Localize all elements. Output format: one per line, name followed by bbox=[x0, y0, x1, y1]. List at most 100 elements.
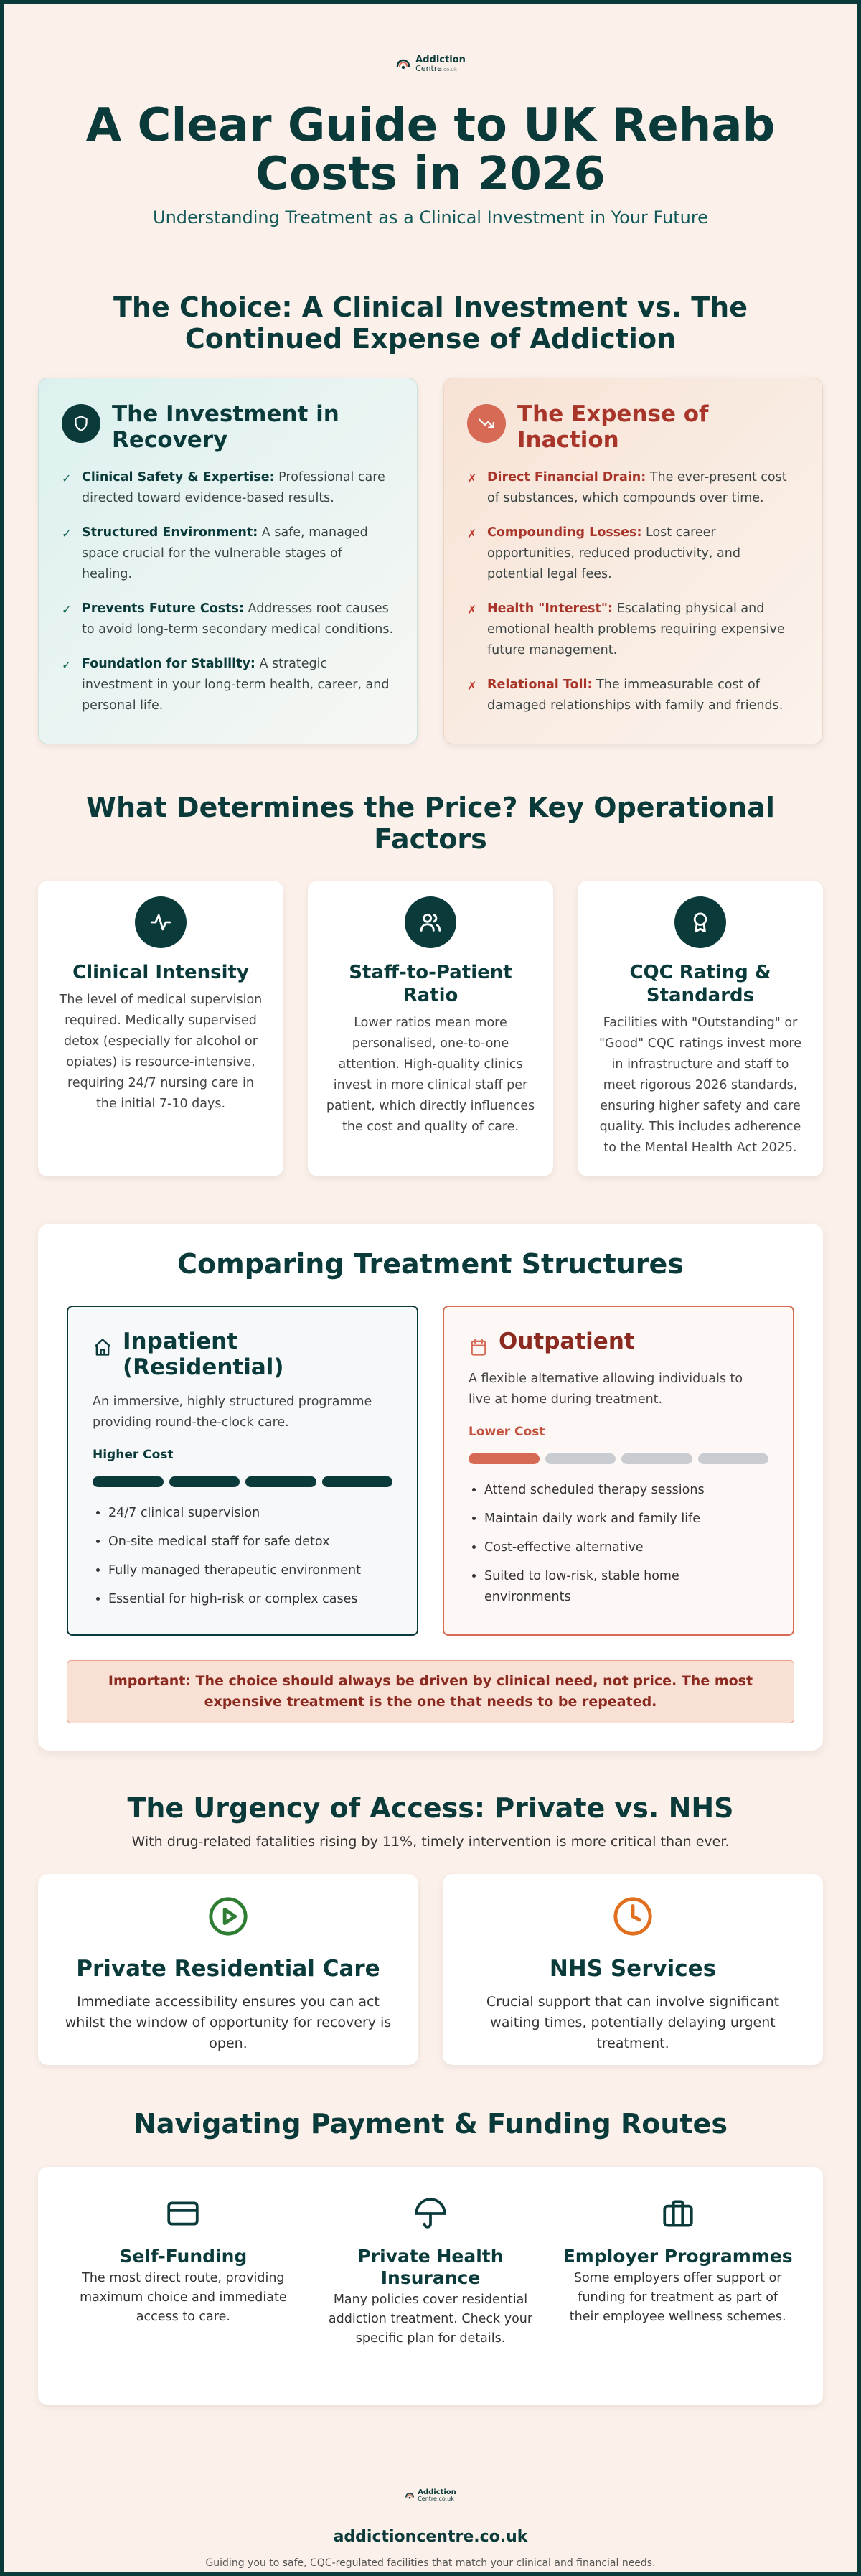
content: Addiction Centre.co.uk A Clear Guide to … bbox=[38, 4, 823, 2569]
logo-mark-icon bbox=[405, 2493, 415, 2499]
outpatient-title: Outpatient bbox=[499, 1329, 635, 1354]
factor-text: Facilities with "Outstanding" or "Good" … bbox=[599, 1016, 801, 1155]
shield-icon bbox=[62, 404, 100, 443]
footer-tagline: Guiding you to safe, CQC-regulated facil… bbox=[205, 2557, 656, 2569]
page-title: A Clear Guide to UK Rehab Costs in 2026 bbox=[85, 99, 776, 201]
cost-bar bbox=[545, 1453, 616, 1464]
outpatient-cost-label: Lower Cost bbox=[469, 1425, 545, 1439]
structures-title: Comparing Treatment Structures bbox=[177, 1248, 684, 1280]
funding-option: Self-Funding The most direct route, prov… bbox=[67, 2196, 300, 2376]
inpatient-desc: An immersive, highly structured programm… bbox=[93, 1395, 372, 1430]
logo-mark-icon bbox=[396, 59, 410, 70]
funding-option-text: Some employers offer support or funding … bbox=[569, 2271, 786, 2324]
investment-list: ✓Clinical Safety & Expertise: Profession… bbox=[62, 467, 394, 716]
list-item: Maintain daily work and family life bbox=[484, 1509, 768, 1530]
check-icon: ✓ bbox=[62, 603, 72, 617]
cost-bar bbox=[93, 1476, 164, 1487]
activity-icon bbox=[135, 896, 187, 948]
home-icon bbox=[94, 1339, 111, 1356]
logo[interactable]: Addiction Centre.co.uk bbox=[38, 4, 823, 72]
funding-option-text: Many policies cover residential addictio… bbox=[328, 2292, 533, 2346]
important-notice: Important: The choice should always be d… bbox=[67, 1660, 794, 1723]
play-circle-icon bbox=[209, 1897, 248, 1936]
urgency-note: With drug-related fatalities rising by 1… bbox=[131, 1834, 730, 1850]
cost-bar bbox=[169, 1476, 240, 1487]
structures-panel: Comparing Treatment Structures Inpatient… bbox=[38, 1224, 823, 1751]
funding-option-title: Self-Funding bbox=[119, 2246, 248, 2267]
cost-bar bbox=[621, 1453, 692, 1464]
list-item: 24/7 clinical supervision bbox=[108, 1503, 392, 1524]
expense-card: The Expense of Inaction ✗Direct Financia… bbox=[443, 378, 823, 744]
funding-option: Private Health Insurance Many policies c… bbox=[314, 2196, 547, 2376]
private-care-text: Immediate accessibility ensures you can … bbox=[65, 1994, 392, 2051]
inpatient-title: Inpatient (Residential) bbox=[123, 1329, 284, 1380]
factor-card: Clinical Intensity The level of medical … bbox=[38, 881, 283, 1176]
expense-list: ✗Direct Financial Drain: The ever-presen… bbox=[467, 467, 799, 716]
users-icon bbox=[405, 896, 456, 948]
site-link[interactable]: addictioncentre.co.uk bbox=[333, 2528, 528, 2546]
outpatient-card: Outpatient A flexible alternative allowi… bbox=[443, 1306, 794, 1636]
cross-icon: ✗ bbox=[467, 603, 477, 617]
cross-icon: ✗ bbox=[467, 472, 477, 485]
funding-panel: Self-Funding The most direct route, prov… bbox=[38, 2167, 823, 2405]
logo-line1: Addiction bbox=[415, 55, 466, 65]
factor-text: The level of medical supervision require… bbox=[59, 993, 263, 1111]
factor-text: Lower ratios mean more personalised, one… bbox=[326, 1016, 535, 1134]
list-item: Attend scheduled therapy sessions bbox=[484, 1480, 768, 1501]
cost-bar bbox=[469, 1453, 540, 1464]
choice-title: The Choice: A Clinical Investment vs. Th… bbox=[113, 291, 748, 355]
private-care-title: Private Residential Care bbox=[76, 1956, 380, 1982]
factor-card: CQC Rating & Standards Facilities with "… bbox=[578, 881, 823, 1176]
outpatient-points: Attend scheduled therapy sessions Mainta… bbox=[469, 1480, 768, 1608]
factor-card: Staff-to-Patient Ratio Lower ratios mean… bbox=[308, 881, 553, 1176]
briefcase-icon bbox=[663, 2200, 693, 2227]
factors-grid: Clinical Intensity The level of medical … bbox=[38, 881, 823, 1176]
outpatient-desc: A flexible alternative allowing individu… bbox=[469, 1372, 743, 1407]
nhs-text: Crucial support that can involve signifi… bbox=[486, 1994, 780, 2051]
nhs-card: NHS Services Crucial support that can in… bbox=[443, 1874, 823, 2065]
structures-row: Inpatient (Residential) An immersive, hi… bbox=[67, 1306, 794, 1636]
investment-title: The Investment in Recovery bbox=[112, 401, 339, 453]
list-item: ✓Foundation for Stability: A strategic i… bbox=[62, 654, 394, 716]
cost-meter bbox=[93, 1476, 392, 1487]
list-item: Suited to low-risk, stable home environm… bbox=[484, 1566, 768, 1608]
list-item: ✓Prevents Future Costs: Addresses root c… bbox=[62, 599, 394, 640]
private-care-card: Private Residential Care Immediate acces… bbox=[38, 1874, 418, 2065]
footer-logo-line1: Addiction bbox=[418, 2488, 456, 2496]
factor-title: Clinical Intensity bbox=[72, 962, 249, 983]
logo-line2: Centre.co.uk bbox=[415, 64, 457, 73]
clock-icon bbox=[613, 1897, 652, 1936]
investment-card: The Investment in Recovery ✓Clinical Saf… bbox=[38, 378, 418, 744]
factor-title: Staff-to-Patient Ratio bbox=[349, 962, 512, 1006]
list-item: ✗Health "Interest": Escalating physical … bbox=[467, 599, 799, 661]
list-item: ✓Structured Environment: A safe, managed… bbox=[62, 523, 394, 585]
check-icon: ✓ bbox=[62, 527, 72, 540]
funding-title: Navigating Payment & Funding Routes bbox=[133, 2108, 728, 2140]
footer-logo-line2: Centre.co.uk bbox=[418, 2496, 454, 2502]
cost-bar bbox=[245, 1476, 316, 1487]
factors-title: What Determines the Price? Key Operation… bbox=[86, 792, 775, 855]
list-item: Essential for high-risk or complex cases bbox=[108, 1589, 392, 1610]
list-item: On-site medical staff for safe detox bbox=[108, 1532, 392, 1552]
inpatient-cost-label: Higher Cost bbox=[93, 1448, 174, 1462]
list-item: ✓Clinical Safety & Expertise: Profession… bbox=[62, 467, 394, 509]
footer-logo[interactable]: Addiction Centre.co.uk bbox=[38, 2489, 823, 2502]
choice-comparison: The Investment in Recovery ✓Clinical Saf… bbox=[38, 378, 823, 744]
cross-icon: ✗ bbox=[467, 679, 477, 693]
trending-down-icon bbox=[467, 404, 506, 443]
inpatient-card: Inpatient (Residential) An immersive, hi… bbox=[67, 1306, 418, 1636]
umbrella-icon bbox=[415, 2198, 446, 2229]
award-icon bbox=[674, 896, 726, 948]
cost-meter bbox=[469, 1453, 768, 1464]
nhs-title: NHS Services bbox=[549, 1956, 717, 1982]
cost-bar bbox=[697, 1453, 768, 1464]
funding-option-title: Private Health Insurance bbox=[357, 2246, 504, 2288]
list-item: ✗Direct Financial Drain: The ever-presen… bbox=[467, 467, 799, 509]
access-comparison: Private Residential Care Immediate acces… bbox=[38, 1874, 823, 2065]
urgency-title: The Urgency of Access: Private vs. NHS bbox=[127, 1792, 734, 1824]
calendar-icon bbox=[471, 1339, 486, 1356]
page-subtitle: Understanding Treatment as a Clinical In… bbox=[153, 207, 708, 228]
expense-title: The Expense of Inaction bbox=[517, 401, 709, 453]
cost-bar bbox=[321, 1476, 392, 1487]
